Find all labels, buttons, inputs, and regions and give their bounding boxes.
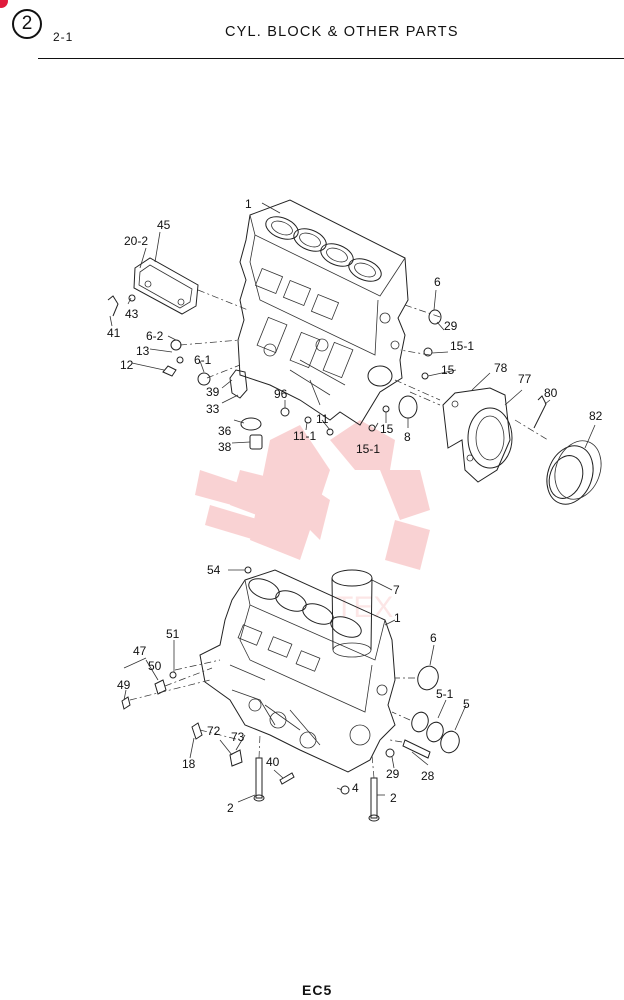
callout-label: 18 [182,757,196,771]
sub-section-number: 2-1 [53,30,74,44]
top-phantom-lines [179,289,549,441]
top-small-parts [107,294,547,450]
callout-label: 96 [274,387,288,401]
callout-label: 51 [166,627,180,641]
callout-label: 72 [207,724,221,738]
page-title: CYL. BLOCK & OTHER PARTS [225,24,459,40]
watermark-text: TEX [335,591,393,624]
callout-label: 15 [441,363,455,377]
page-code: EC5 [302,982,333,998]
callout-label: 38 [218,440,232,454]
callout-label: 12 [120,358,134,372]
callout-label: 50 [148,659,162,673]
callout-label: 1 [394,611,401,625]
callout-label: 15 [380,422,394,436]
bottom-phantom-lines [129,659,415,779]
corner-marker [0,0,8,8]
callout-label: 11-1 [293,429,316,443]
callout-label: 40 [266,755,280,769]
callout-label: 5 [463,697,470,711]
callout-label: 45 [157,218,171,232]
callout-label: 5-1 [436,687,454,701]
callout-label: 39 [206,385,220,399]
section-number: 2 [12,9,42,39]
top-callout-labels: 1 45 20-2 43 41 6-2 13 12 6-1 39 33 36 3… [107,197,603,456]
rear-plate [442,387,513,483]
header-rule [38,58,624,59]
callout-label: 1 [245,197,252,211]
callout-label: 20-2 [124,234,148,248]
callout-label: 82 [589,409,603,423]
bottom-callout-labels: 54 7 1 6 51 47 50 49 5-1 5 72 73 18 40 2… [117,563,470,815]
callout-label: 6-2 [146,329,164,343]
callout-label: 54 [207,563,221,577]
callout-label: 11 [316,412,329,426]
callout-label: 49 [117,678,131,692]
oil-seal [546,440,602,505]
callout-label: 33 [206,402,220,416]
callout-label: 6 [430,631,437,645]
top-cylinder-block [237,199,409,426]
bottom-cylinder-block [199,569,396,773]
callout-label: 73 [231,730,245,744]
top-leader-lines [109,202,596,449]
watermark-gear-icon [195,420,430,570]
side-cover-plate [133,257,199,315]
bottom-leader-lines [123,569,467,803]
callout-label: 2 [227,801,234,815]
callout-label: 7 [393,583,400,597]
callout-label: 4 [352,781,359,795]
callout-label: 15-1 [356,442,380,456]
callout-label: 28 [421,769,435,783]
callout-label: 43 [125,307,139,321]
callout-label: 36 [218,424,232,438]
callout-label: 80 [544,386,558,400]
callout-label: 47 [133,644,147,658]
callout-label: 8 [404,430,411,444]
bottom-small-parts [121,566,460,822]
callout-label: 15-1 [450,339,474,353]
callout-label: 78 [494,361,508,375]
callout-label: 77 [518,372,532,386]
callout-label: 2 [390,791,397,805]
callout-label: 6 [434,275,441,289]
callout-label: 13 [136,344,150,358]
callout-label: 29 [386,767,400,781]
callout-label: 41 [107,326,121,340]
page-header: 2 2-1 CYL. BLOCK & OTHER PARTS [0,0,624,62]
callout-label: 29 [444,319,458,333]
callout-label: 6-1 [194,353,212,367]
